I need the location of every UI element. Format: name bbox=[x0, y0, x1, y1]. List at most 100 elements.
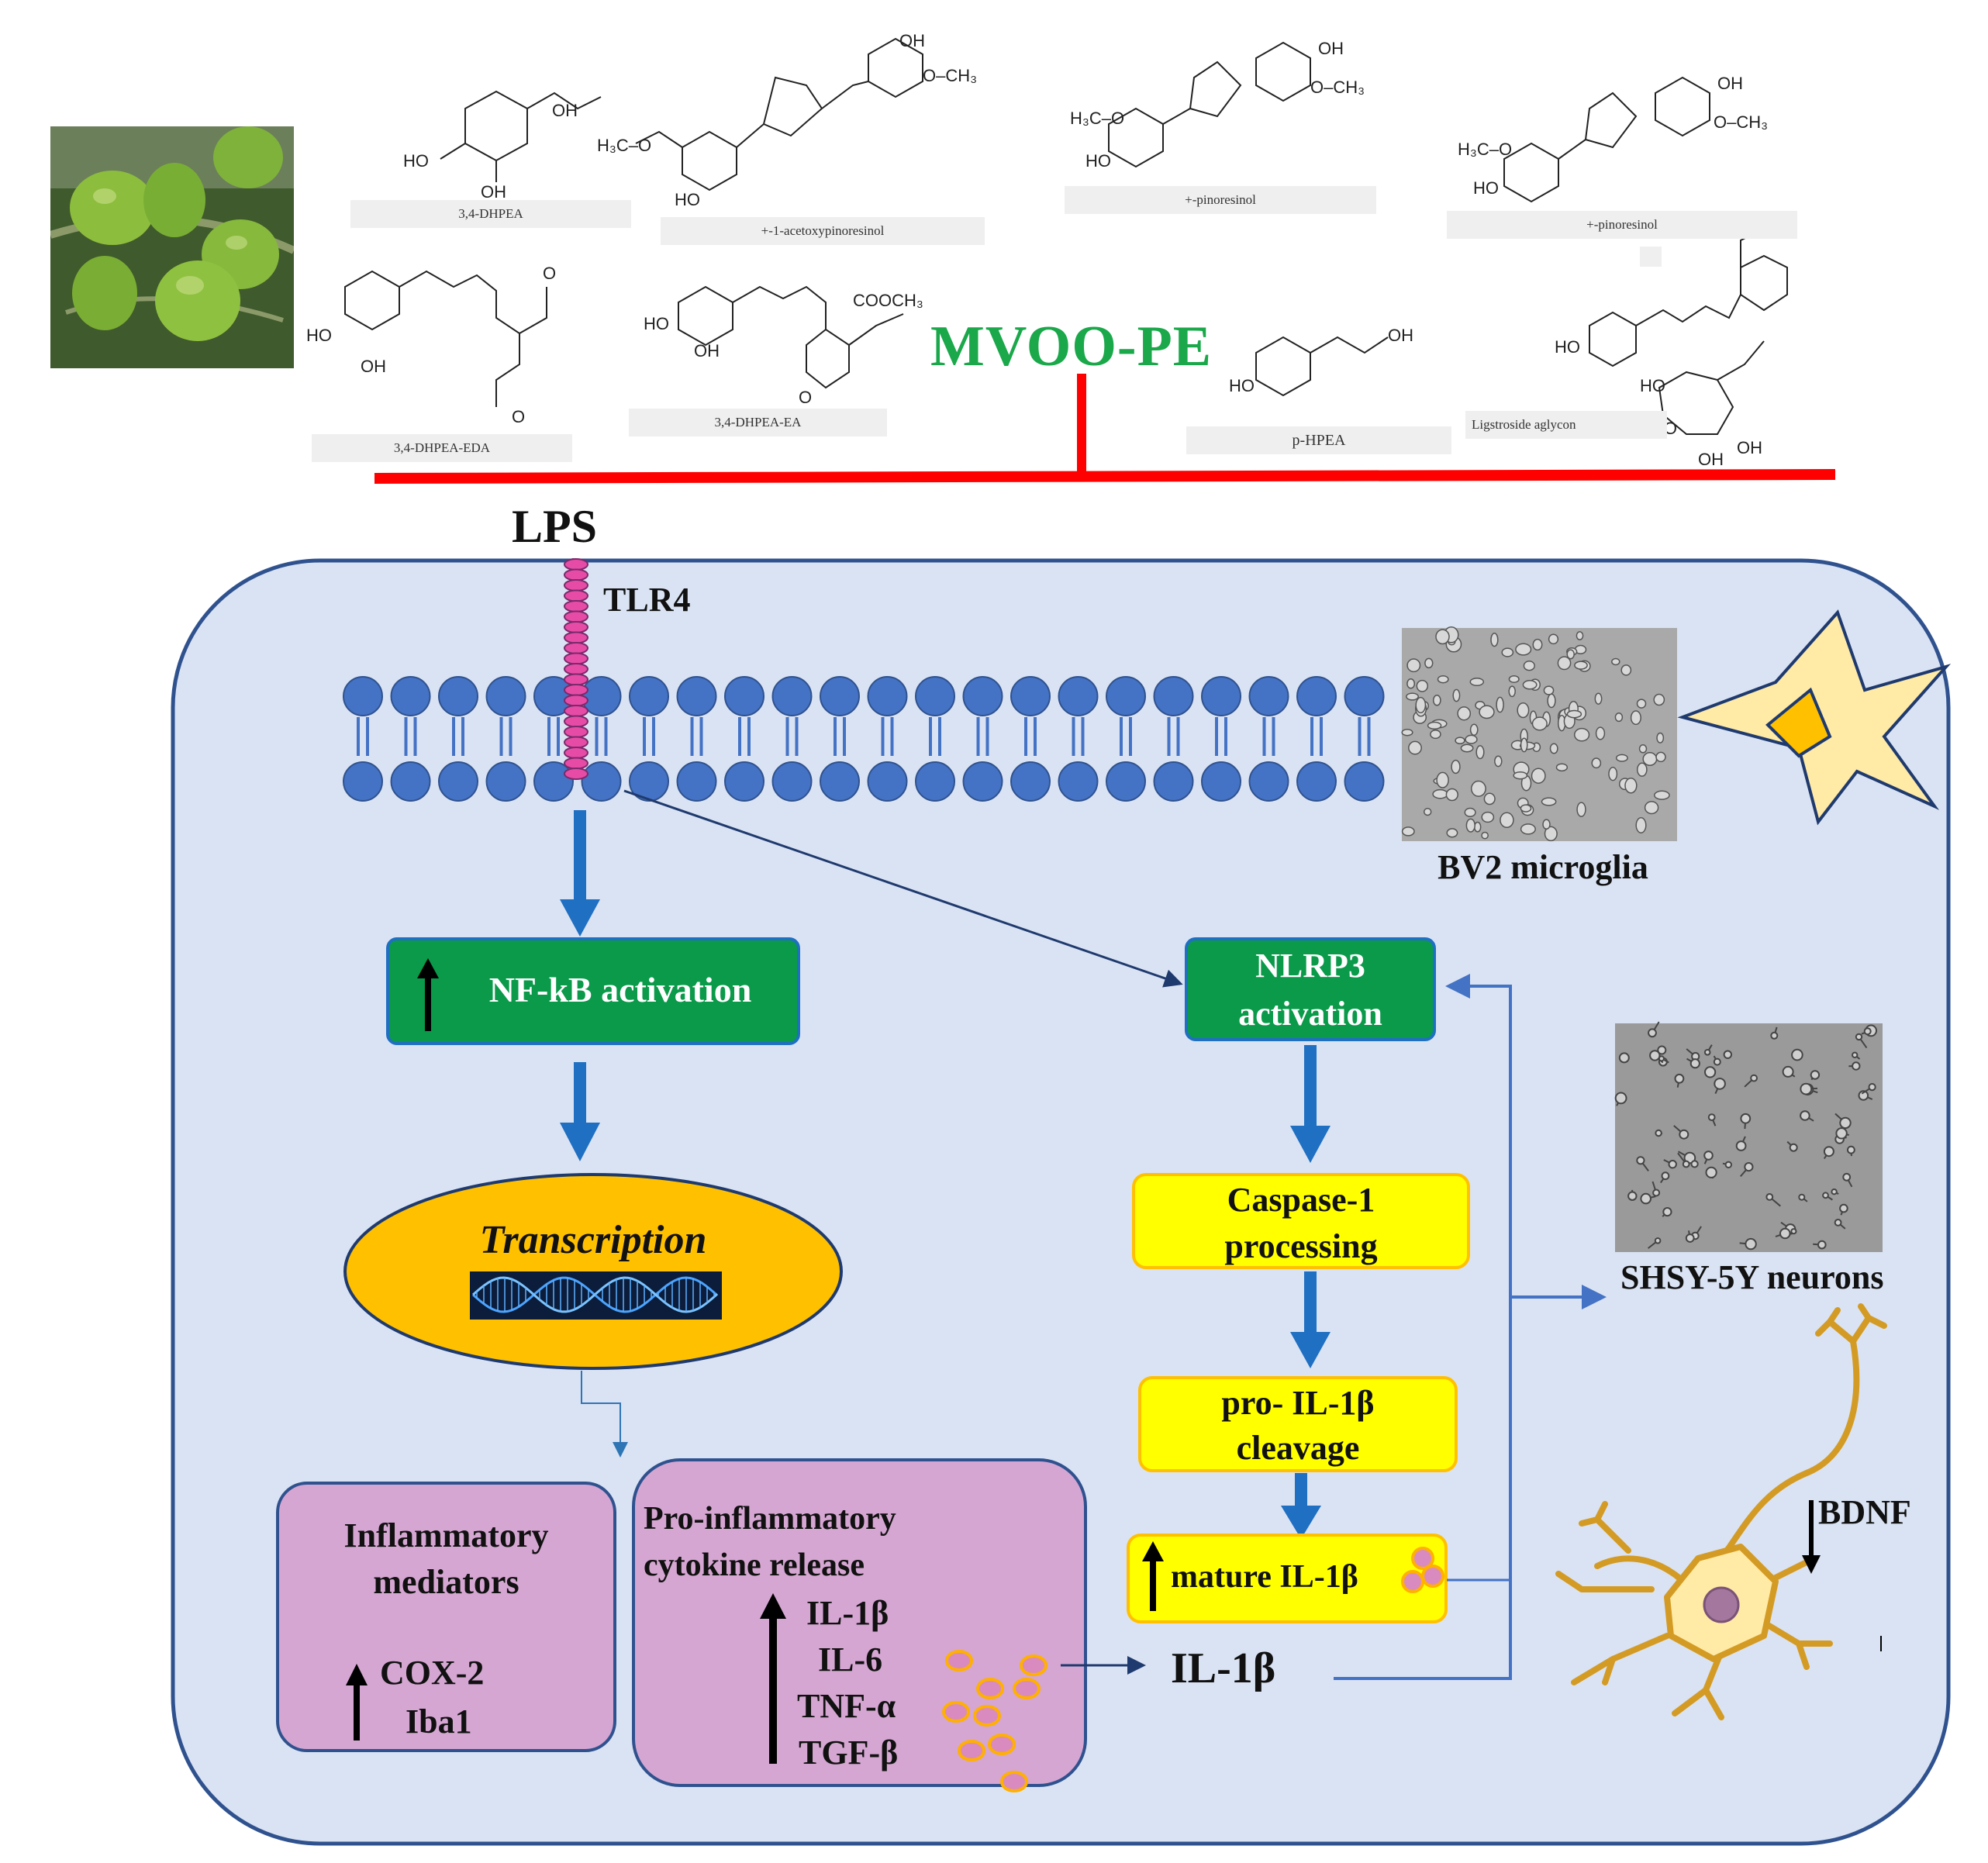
micrograph-cell bbox=[1427, 721, 1442, 730]
micrograph-cell bbox=[1642, 752, 1658, 766]
svg-text:O: O bbox=[543, 264, 556, 283]
cytokine-item: IL-6 bbox=[818, 1640, 883, 1678]
lipid-head bbox=[1058, 761, 1099, 802]
cytokine-granule bbox=[1421, 1565, 1444, 1588]
cytokine-granule bbox=[1013, 1678, 1041, 1699]
svg-text:COOCH₃: COOCH₃ bbox=[853, 291, 923, 310]
micrograph-cell bbox=[1724, 1161, 1733, 1169]
lipid-head bbox=[724, 676, 764, 716]
cytokine-granule bbox=[945, 1650, 973, 1672]
micrograph-cell bbox=[1515, 643, 1532, 656]
micrograph-cell bbox=[1863, 1027, 1872, 1036]
micrograph-cell bbox=[1517, 702, 1530, 719]
svg-text:H₃C–O: H₃C–O bbox=[597, 136, 651, 155]
micrograph-cell bbox=[1432, 695, 1441, 706]
micrograph-cell bbox=[1455, 737, 1465, 745]
svg-text:OH: OH bbox=[1717, 74, 1743, 93]
micrograph-cell bbox=[1839, 1203, 1848, 1213]
micrograph-cell bbox=[1817, 1240, 1827, 1250]
lipid-head bbox=[1010, 761, 1051, 802]
svg-text:HO: HO bbox=[306, 326, 332, 345]
micrograph-cell bbox=[1614, 712, 1624, 723]
micrograph-cell bbox=[1740, 1113, 1752, 1124]
svg-text:HO: HO bbox=[403, 151, 429, 171]
micrograph-cell bbox=[1703, 1151, 1714, 1161]
svg-text:OH: OH bbox=[1318, 39, 1344, 58]
micrograph-cell bbox=[1636, 699, 1647, 709]
lipid-head bbox=[581, 761, 622, 802]
lipid-head bbox=[1010, 676, 1051, 716]
micrograph-cell bbox=[1437, 674, 1449, 684]
micrograph-cell bbox=[1523, 661, 1535, 671]
lipid-head bbox=[867, 761, 908, 802]
lipid-head bbox=[438, 761, 478, 802]
micrograph-cell bbox=[1424, 657, 1434, 669]
micrograph-cell bbox=[1779, 1227, 1791, 1240]
svg-text:HO: HO bbox=[675, 190, 700, 209]
svg-text:H₃C–O: H₃C–O bbox=[1458, 140, 1512, 159]
micrograph-cell bbox=[1627, 1191, 1638, 1201]
micrograph-cell bbox=[1640, 1192, 1651, 1205]
compound-label: Ligstroside aglycon bbox=[1465, 411, 1667, 439]
svg-text:O–CH₃: O–CH₃ bbox=[1714, 112, 1768, 132]
lipid-head bbox=[1106, 761, 1146, 802]
nlrp3-line2: activation bbox=[1238, 995, 1382, 1033]
micrograph-cell bbox=[1868, 1083, 1876, 1092]
micrograph-cell bbox=[1652, 1189, 1661, 1197]
micrograph-cell bbox=[1544, 826, 1558, 842]
svg-text:HO: HO bbox=[1640, 376, 1665, 395]
micrograph-cell bbox=[1446, 828, 1458, 838]
tlr4-segment bbox=[564, 715, 588, 728]
lipid-head bbox=[771, 676, 813, 716]
lipid-head bbox=[1201, 761, 1241, 802]
cytokine-item: TNF-α bbox=[797, 1687, 896, 1725]
micrograph-cell bbox=[1649, 1050, 1661, 1061]
compound-label: +-1-acetoxypinoresinol bbox=[661, 217, 985, 245]
caspase-line2: processing bbox=[1224, 1227, 1378, 1265]
tlr4-segment bbox=[564, 694, 588, 707]
micrograph-cell bbox=[1432, 788, 1448, 799]
lipid-head bbox=[820, 676, 860, 716]
lipid-head bbox=[343, 676, 383, 716]
svg-text:HO: HO bbox=[1555, 337, 1580, 357]
micrograph-cell bbox=[1490, 633, 1499, 647]
micrograph-cell bbox=[1500, 812, 1514, 829]
small-gray-box bbox=[1640, 247, 1662, 267]
tlr4-segment bbox=[564, 757, 588, 770]
micrograph-cell bbox=[1611, 657, 1620, 666]
compound-label: +-pinoresinol bbox=[1065, 186, 1376, 214]
micrograph-cell bbox=[1668, 1160, 1677, 1169]
micrograph-cell bbox=[1822, 1192, 1829, 1199]
micrograph-cell bbox=[1532, 638, 1543, 651]
lipid-head bbox=[1248, 761, 1289, 802]
bdnf-label: BDNF bbox=[1818, 1493, 1911, 1531]
micrograph-cell bbox=[1465, 734, 1478, 744]
mvoo-pe-title: MVOO-PE bbox=[930, 315, 1213, 378]
micrograph-cell bbox=[1542, 819, 1551, 830]
micrograph-cell bbox=[1648, 1028, 1657, 1038]
micrograph-cell bbox=[1823, 1146, 1834, 1157]
bv2-microglia-label: BV2 microglia bbox=[1438, 848, 1648, 886]
tlr4-segment bbox=[564, 768, 588, 780]
micrograph-cell bbox=[1630, 710, 1641, 726]
lipid-head bbox=[485, 676, 526, 716]
micrograph-cell bbox=[1469, 677, 1485, 687]
cytokine-granule bbox=[1020, 1654, 1047, 1676]
micrograph-cell bbox=[1401, 826, 1415, 837]
tlr4-segment bbox=[564, 736, 588, 749]
micrograph-cell bbox=[1423, 807, 1432, 816]
micrograph-cell bbox=[1549, 743, 1558, 754]
micrograph-cell bbox=[1689, 1058, 1700, 1069]
micrograph-cell bbox=[1707, 1113, 1716, 1121]
tlr4-segment bbox=[564, 705, 588, 717]
micrograph-cell bbox=[1574, 661, 1588, 670]
micrograph-cell bbox=[1791, 1048, 1803, 1061]
caspase-line1: Caspase-1 bbox=[1227, 1181, 1375, 1219]
micrograph-cell bbox=[1555, 763, 1569, 772]
micrograph-cell bbox=[1406, 678, 1416, 689]
micrograph-cell bbox=[1790, 1228, 1797, 1235]
micrograph-cell bbox=[1636, 1156, 1645, 1165]
compound-label: 3,4-DHPEA bbox=[350, 200, 631, 228]
micrograph-cell bbox=[1531, 716, 1548, 731]
micrograph-cell bbox=[1591, 757, 1602, 769]
